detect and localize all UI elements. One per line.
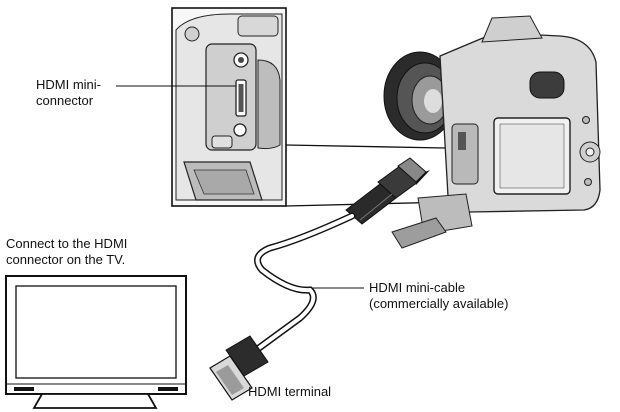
label-hdmi-mini-connector: HDMI mini- connector — [36, 77, 101, 108]
label-hdmi-terminal: HDMI terminal — [248, 384, 332, 399]
hdmi-mini-plug — [345, 157, 427, 225]
label-connect-to-tv: Connect to the HDMI connector on the TV. — [6, 236, 128, 267]
connector-closeup-inset — [171, 7, 287, 207]
camera-illustration — [383, 15, 601, 249]
hdmi-terminal-plug — [209, 335, 269, 401]
tv-illustration — [5, 275, 187, 409]
label-hdmi-mini-cable: HDMI mini-cable (commercially available) — [369, 280, 509, 311]
